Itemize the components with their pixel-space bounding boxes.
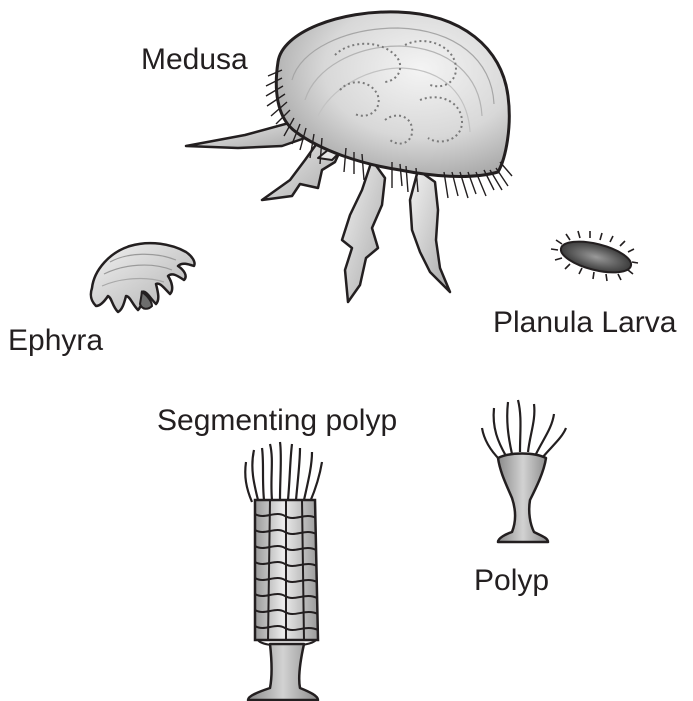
planula-larva-label: Planula Larva bbox=[493, 308, 676, 338]
medusa-oral-arm bbox=[410, 170, 450, 292]
segmenting-polyp-illustration bbox=[245, 442, 322, 700]
medusa-oral-arm bbox=[342, 160, 385, 302]
ephyra-illustration bbox=[91, 243, 195, 312]
planula-larva-illustration bbox=[551, 231, 638, 281]
segmenting-polyp-label: Segmenting polyp bbox=[157, 406, 397, 436]
polyp-label: Polyp bbox=[474, 566, 549, 596]
strobila-tentacles bbox=[245, 442, 322, 502]
ephyra-label: Ephyra bbox=[8, 326, 103, 356]
strobila-stalk bbox=[248, 644, 318, 700]
polyp-tentacles bbox=[482, 400, 566, 460]
polyp-body bbox=[498, 454, 548, 543]
polyp-illustration bbox=[482, 400, 566, 542]
medusa-label: Medusa bbox=[141, 45, 248, 75]
